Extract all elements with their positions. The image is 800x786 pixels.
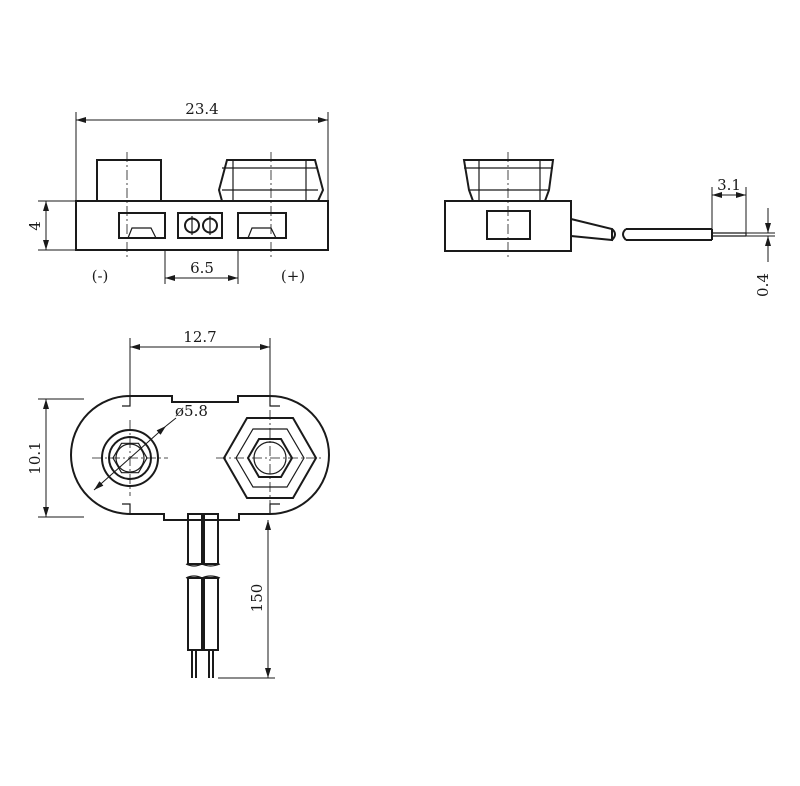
wire-terminal-box bbox=[177, 212, 223, 239]
dim-lead-length: 150 bbox=[248, 584, 266, 613]
front-view: 23.4 4 6.5 (-) (+) bbox=[26, 100, 329, 285]
dim-body-height: 10.1 bbox=[26, 441, 44, 474]
dim-diameter: ø5.8 bbox=[175, 402, 208, 420]
negative-snap bbox=[96, 159, 162, 202]
side-snap bbox=[462, 159, 555, 202]
dim-pitch-top: 12.7 bbox=[183, 328, 216, 346]
side-view: 3.1 0.4 bbox=[444, 152, 775, 297]
top-view: 12.7 10.1 ø5.8 150 bbox=[26, 328, 330, 679]
lead-left-lower bbox=[187, 577, 203, 651]
front-body bbox=[75, 200, 329, 251]
side-window bbox=[486, 210, 531, 240]
negative-label: (-) bbox=[92, 267, 109, 285]
dim-height: 4 bbox=[26, 221, 44, 231]
lead-right-lower bbox=[203, 577, 219, 651]
dim-strip-length: 3.1 bbox=[717, 176, 741, 194]
negative-window bbox=[118, 212, 166, 239]
positive-label: (+) bbox=[281, 267, 305, 285]
dim-overall-width: 23.4 bbox=[185, 100, 218, 118]
lead-left-upper bbox=[187, 513, 203, 565]
lead-right-upper bbox=[203, 513, 219, 565]
positive-snap bbox=[217, 159, 325, 202]
dim-pitch-front: 6.5 bbox=[190, 259, 214, 277]
dim-wire-thickness: 0.4 bbox=[754, 273, 772, 297]
positive-window bbox=[237, 212, 287, 239]
